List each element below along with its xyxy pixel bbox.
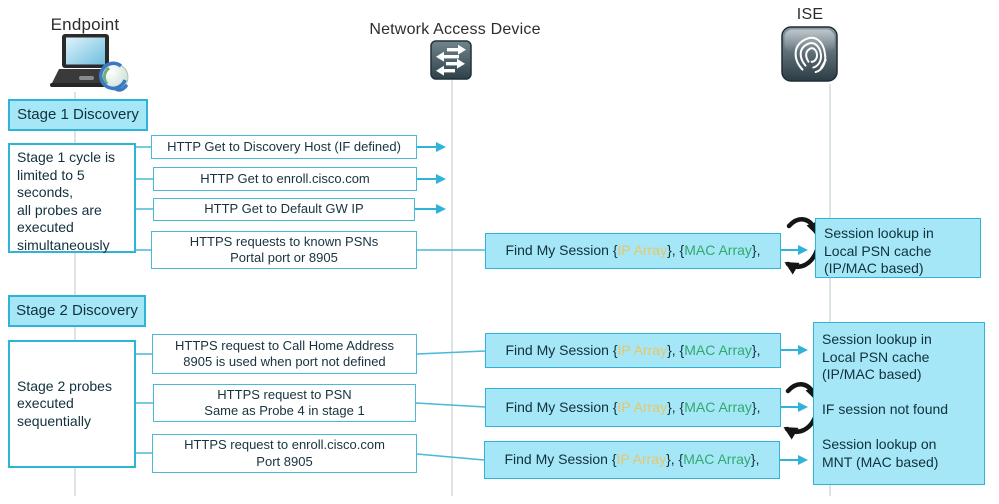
fms-mac-array: MAC Array — [683, 451, 751, 468]
laptop-icon — [46, 33, 130, 98]
probe-connectors — [135, 146, 153, 454]
fms-separator: }, { — [667, 341, 685, 358]
fms-separator: }, { — [667, 242, 685, 259]
stage2-probe-2: HTTPS request to PSN Same as Probe 4 in … — [153, 384, 416, 422]
stage1-probe-3: HTTP Get to Default GW IP — [153, 198, 415, 221]
fms-separator: }, { — [666, 451, 684, 468]
fingerprint-icon — [781, 26, 839, 88]
fms-mac-array: MAC Array — [684, 341, 752, 358]
find-my-session-2: Find My Session {IP Array}, {MAC Array}, — [485, 333, 781, 368]
find-my-session-4: Find My Session {IP Array}, {MAC Array}, — [484, 441, 780, 479]
fms-prefix: Find My Session { — [504, 451, 617, 468]
switch-icon — [430, 40, 472, 85]
stage1-probe-1: HTTP Get to Discovery Host (IF defined) — [151, 135, 417, 159]
stage2-probe-1: HTTPS request to Call Home Address 8905 … — [152, 334, 417, 374]
find-my-session-1: Find My Session {IP Array}, {MAC Array}, — [485, 233, 781, 269]
fms-ip-array: IP Array — [617, 242, 668, 259]
fms-ip-array: IP Array — [617, 398, 668, 415]
fms-suffix: }, — [751, 398, 761, 415]
stage1-probe-2: HTTP Get to enroll.cisco.com — [153, 167, 417, 191]
stage1-title: Stage 1 Discovery — [8, 99, 148, 131]
session-arrows — [780, 245, 808, 465]
fms-separator: }, { — [667, 398, 685, 415]
fms-ip-array: IP Array — [617, 341, 668, 358]
stage1-note: Stage 1 cycle is limited to 5 seconds, a… — [8, 143, 136, 253]
fms-suffix: }, — [751, 242, 761, 259]
fms-ip-array: IP Array — [616, 451, 667, 468]
nad-label: Network Access Device — [369, 21, 541, 38]
find-my-session-3: Find My Session {IP Array}, {MAC Array}, — [485, 388, 781, 427]
fms-suffix: }, — [751, 341, 761, 358]
stage2-note: Stage 2 probes executed sequentially — [8, 340, 136, 468]
fms-mac-array: MAC Array — [684, 398, 752, 415]
probe-arrows — [415, 142, 446, 214]
stage2-probe-3: HTTPS request to enroll.cisco.com Port 8… — [152, 434, 417, 473]
fms-mac-array: MAC Array — [684, 242, 752, 259]
ise-label: ISE — [796, 6, 824, 23]
fms-prefix: Find My Session { — [505, 242, 618, 259]
stage1-lookup: Session lookup in Local PSN cache (IP/MA… — [815, 218, 981, 278]
endpoint-label: Endpoint — [50, 15, 120, 34]
stage2-lookup: Session lookup in Local PSN cache (IP/MA… — [813, 322, 985, 485]
stage2-title: Stage 2 Discovery — [8, 295, 146, 327]
stage1-probe-4: HTTPS requests to known PSNs Portal port… — [151, 231, 417, 269]
fms-prefix: Find My Session { — [505, 341, 618, 358]
fms-suffix: }, — [750, 451, 760, 468]
fms-prefix: Find My Session { — [505, 398, 618, 415]
probe-to-session-lines — [415, 249, 486, 461]
